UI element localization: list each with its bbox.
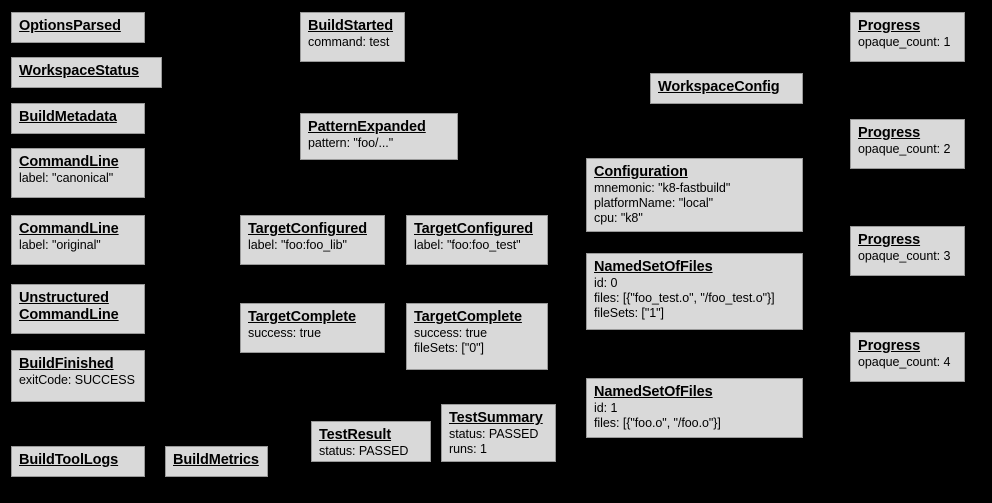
event-node-title: BuildMetrics [173, 452, 259, 468]
event-node-field: exitCode: SUCCESS [19, 373, 135, 387]
event-node-title: Progress [858, 338, 921, 354]
event-node-unstructured-command-line[interactable]: Unstructured CommandLine [11, 284, 145, 334]
event-node-title: Progress [858, 18, 921, 34]
event-node-field: label: "foo:foo_test" [414, 238, 521, 252]
event-node-field: label: "foo:foo_lib" [248, 238, 347, 252]
event-node-field: files: [{"foo_test.o", "/foo_test.o"}] [594, 291, 775, 305]
event-node-field: opaque_count: 1 [858, 35, 951, 49]
event-node-title: CommandLine [19, 221, 119, 237]
event-node-title: BuildMetadata [19, 109, 117, 125]
event-node-build-metrics[interactable]: BuildMetrics [165, 446, 268, 477]
event-node-workspace-config[interactable]: WorkspaceConfig [650, 73, 803, 104]
event-node-title: WorkspaceConfig [658, 79, 780, 95]
event-node-field: success: true [414, 326, 487, 340]
event-node-options-parsed[interactable]: OptionsParsed [11, 12, 145, 43]
event-node-title: TargetComplete [414, 309, 522, 325]
event-node-title: Progress [858, 232, 921, 248]
event-node-field: platformName: "local" [594, 196, 713, 210]
event-node-field: opaque_count: 2 [858, 142, 951, 156]
event-node-build-metadata[interactable]: BuildMetadata [11, 103, 145, 134]
event-node-field: command: test [308, 35, 390, 49]
event-node-title: NamedSetOfFiles [594, 384, 713, 400]
event-node-title: Progress [858, 125, 921, 141]
event-node-title: TargetComplete [248, 309, 356, 325]
event-node-title: TargetConfigured [414, 221, 533, 237]
event-node-field: mnemonic: "k8-fastbuild" [594, 181, 731, 195]
event-node-field: runs: 1 [449, 442, 487, 456]
event-node-field: status: PASSED [449, 427, 539, 441]
event-node-title: Configuration [594, 164, 688, 180]
event-node-field: cpu: "k8" [594, 211, 643, 225]
event-node-build-tool-logs[interactable]: BuildToolLogs [11, 446, 145, 477]
event-node-field: id: 0 [594, 276, 618, 290]
event-node-field: status: PASSED [319, 444, 409, 458]
event-node-field: label: "original" [19, 238, 101, 252]
event-node-field: opaque_count: 3 [858, 249, 951, 263]
event-node-title: TestResult [319, 427, 392, 443]
event-node-field: pattern: "foo/..." [308, 136, 394, 150]
event-node-title: BuildFinished [19, 356, 114, 372]
event-node-field: fileSets: ["1"] [594, 306, 664, 320]
event-node-field: opaque_count: 4 [858, 355, 951, 369]
event-node-title: BuildToolLogs [19, 452, 119, 468]
event-node-title: NamedSetOfFiles [594, 259, 713, 275]
event-node-field: id: 1 [594, 401, 618, 415]
event-node-field: files: [{"foo.o", "/foo.o"}] [594, 416, 721, 430]
event-node-title: OptionsParsed [19, 18, 121, 34]
event-node-title: Unstructured CommandLine [19, 290, 119, 323]
event-node-title: PatternExpanded [308, 119, 426, 135]
event-node-title: WorkspaceStatus [19, 63, 139, 79]
event-node-field: fileSets: ["0"] [414, 341, 484, 355]
event-node-title: BuildStarted [308, 18, 394, 34]
event-node-title: CommandLine [19, 154, 119, 170]
event-node-title: TargetConfigured [248, 221, 367, 237]
event-node-field: success: true [248, 326, 321, 340]
event-node-title: TestSummary [449, 410, 543, 426]
event-node-workspace-status[interactable]: WorkspaceStatus [11, 57, 162, 88]
event-node-field: label: "canonical" [19, 171, 114, 185]
